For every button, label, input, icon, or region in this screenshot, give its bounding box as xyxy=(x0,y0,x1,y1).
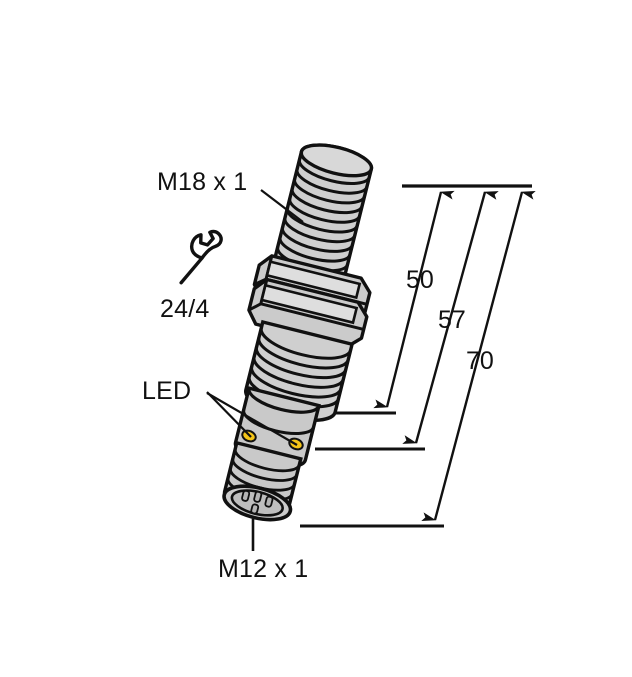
label-thread-m18: M18 x 1 xyxy=(157,168,248,196)
m12-connector-face xyxy=(222,484,293,522)
label-led: LED xyxy=(142,377,192,405)
dimension-lines xyxy=(300,184,536,528)
leader-led-lower xyxy=(206,392,298,446)
dimension-label-50: 50 xyxy=(406,266,434,294)
dimension-line-50 xyxy=(373,190,455,409)
leader-led-upper xyxy=(206,391,252,438)
wrench-icon xyxy=(179,229,223,285)
leader-lines xyxy=(206,189,304,551)
dimension-line-70 xyxy=(421,190,536,522)
dimension-label-70: 70 xyxy=(466,347,494,375)
label-connector-m12: M12 x 1 xyxy=(218,555,309,583)
leader-m18 xyxy=(260,189,304,223)
sensor-body xyxy=(222,143,374,522)
label-wrench-size: 24/4 xyxy=(160,295,210,323)
hex-nut-lower xyxy=(247,277,369,349)
dimension-label-57: 57 xyxy=(438,306,466,334)
